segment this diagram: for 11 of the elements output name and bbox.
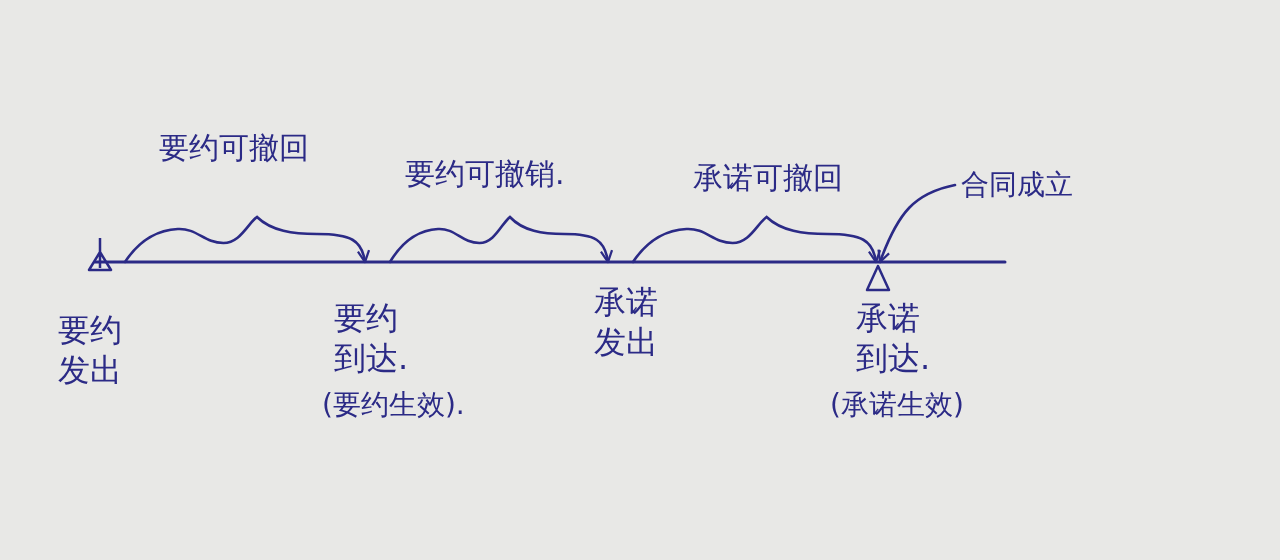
event-label: 要约发出: [58, 310, 123, 390]
event-label: 要约到达.: [334, 298, 410, 378]
event-label: 承诺到达.: [856, 298, 932, 378]
arrow: [877, 183, 957, 264]
arrow: [631, 215, 881, 264]
effect-note: (要约生效).: [322, 388, 465, 422]
event-label: 承诺发出: [594, 282, 659, 362]
callout-text: 合同成立: [961, 168, 1073, 202]
arrow: [388, 215, 613, 264]
arrow: [123, 215, 370, 264]
effect-note: (承诺生效): [830, 388, 964, 422]
